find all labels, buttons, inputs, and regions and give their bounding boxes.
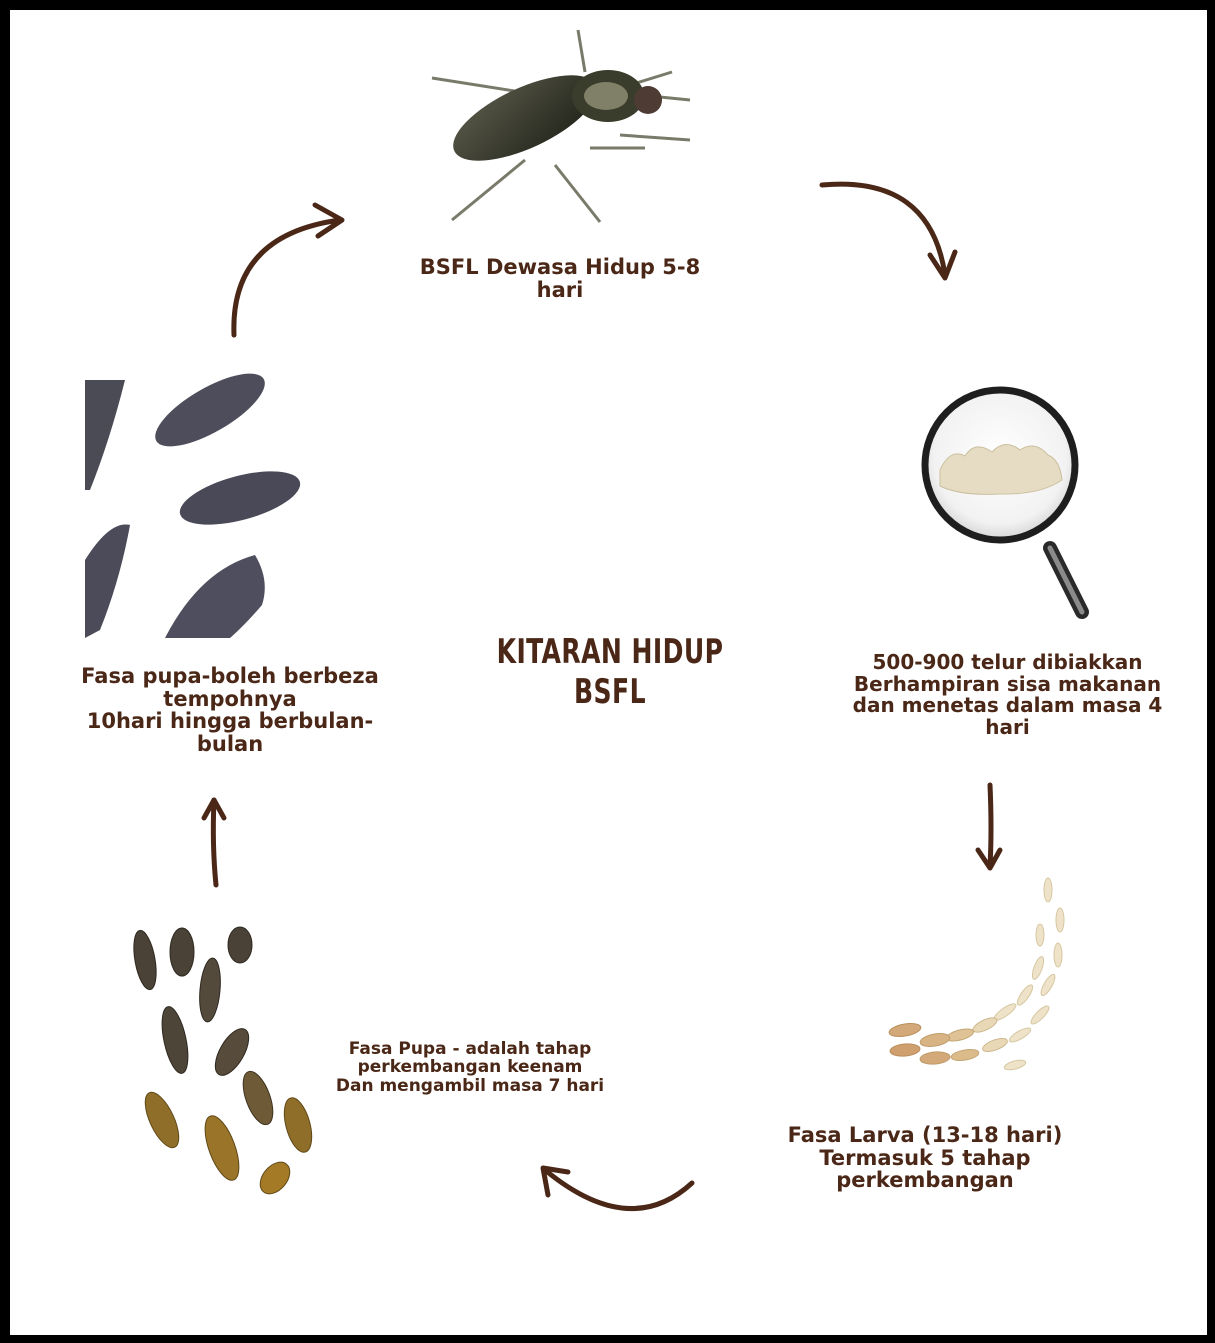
prepupa-illustration: [130, 927, 317, 1200]
arrow-larva-to-prepupa: [543, 1168, 692, 1209]
prepupa-label-line: perkembangan keenam: [330, 1058, 610, 1076]
prepupa-label-line: Fasa Pupa - adalah tahap: [330, 1040, 610, 1058]
eggs-magnifier-illustration: [925, 390, 1082, 612]
prepupa-label: Fasa Pupa - adalah tahap perkembangan ke…: [330, 1040, 610, 1095]
adult-label-line: BSFL Dewasa Hidup 5-8 hari: [400, 256, 720, 301]
pupa-label-line: tempohnya: [80, 688, 380, 711]
eggs-label-line: 500-900 telur dibiakkan: [830, 652, 1185, 674]
arrow-eggs-to-larva: [978, 785, 1000, 868]
arrow-prepupa-to-pupa: [204, 800, 224, 885]
diagram-title: KITARAN HIDUP BSFL: [462, 632, 757, 712]
larva-label-line: perkembangan: [780, 1169, 1070, 1192]
larva-label-line: Termasuk 5 tahap: [780, 1147, 1070, 1170]
pupa-illustration: [85, 360, 306, 638]
adult-fly-illustration: [432, 30, 690, 222]
arrow-pupa-to-adult: [234, 205, 342, 335]
eggs-label-line: Berhampiran sisa makanan: [830, 674, 1185, 696]
eggs-label: 500-900 telur dibiakkan Berhampiran sisa…: [830, 652, 1185, 738]
larva-label: Fasa Larva (13-18 hari) Termasuk 5 tahap…: [780, 1124, 1070, 1192]
arrow-adult-to-eggs: [822, 184, 955, 278]
pupa-label-line: 10hari hingga berbulan-: [80, 710, 380, 733]
larva-label-line: Fasa Larva (13-18 hari): [780, 1124, 1070, 1147]
pupa-label-line: Fasa pupa-boleh berbeza: [80, 665, 380, 688]
prepupa-label-line: Dan mengambil masa 7 hari: [330, 1077, 610, 1095]
larvae-illustration: [888, 878, 1064, 1072]
eggs-label-line: dan menetas dalam masa 4 hari: [830, 695, 1185, 738]
adult-label: BSFL Dewasa Hidup 5-8 hari: [400, 256, 720, 301]
pupa-label-line: bulan: [80, 733, 380, 756]
pupa-label: Fasa pupa-boleh berbeza tempohnya 10hari…: [80, 665, 380, 756]
